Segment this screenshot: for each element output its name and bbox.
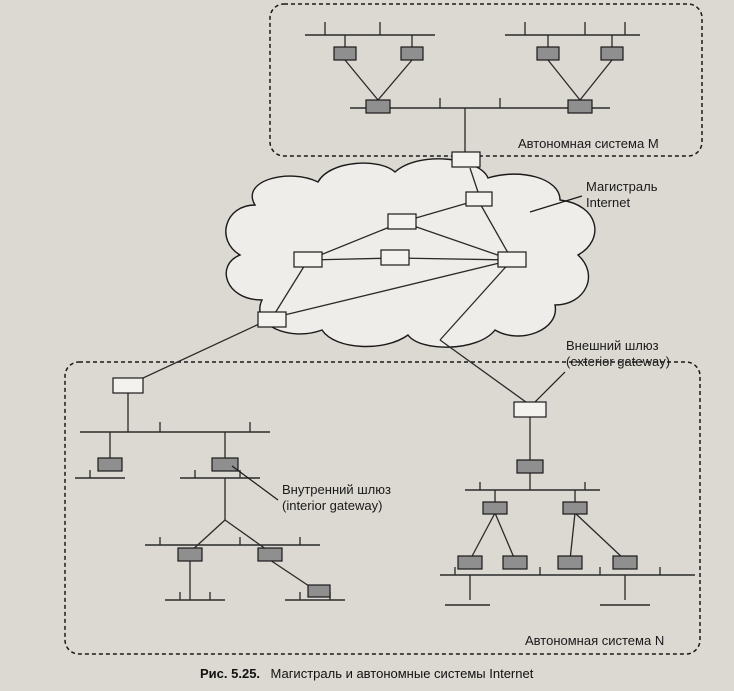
- as-m-boundary: [269, 3, 703, 157]
- as-n-exterior-gateway-left: [112, 377, 144, 394]
- backbone-router-6: [257, 311, 287, 328]
- as-n-router-9: [457, 555, 483, 570]
- as-n-router-2: [211, 457, 239, 472]
- interior-leader: [231, 465, 279, 501]
- as-m-router-3: [536, 46, 560, 61]
- as-n-router-1: [97, 457, 123, 472]
- as-n-network: [75, 392, 695, 606]
- interior-gateway-label-line2: (interior gateway): [282, 498, 382, 513]
- backbone-router-2: [465, 191, 493, 207]
- backbone-router-1: [387, 213, 417, 230]
- as-n-router-8: [562, 501, 588, 515]
- figure-title: Магистраль и автономные системы Internet: [270, 666, 533, 681]
- backbone-label-line2: Internet: [586, 195, 630, 210]
- as-m-router-1: [333, 46, 357, 61]
- as-n-router-6: [516, 459, 544, 474]
- as-n-router-12: [612, 555, 638, 570]
- interior-gateway-label-line1: Внутренний шлюз: [282, 482, 391, 497]
- as-n-router-7: [482, 501, 508, 515]
- as-n-router-3: [177, 547, 203, 562]
- as-n-router-5: [307, 584, 331, 598]
- backbone-router-5: [497, 251, 527, 268]
- backbone-cloud: [225, 158, 596, 348]
- as-m-label: Автономная система M: [518, 136, 659, 151]
- backbone-router-4: [380, 249, 410, 266]
- exterior-gateway-label-line1: Внешний шлюз: [566, 338, 659, 353]
- as-n-boundary: [64, 361, 701, 655]
- as-n-router-11: [557, 555, 583, 570]
- as-m-router-4: [600, 46, 624, 61]
- as-m-router-6: [567, 99, 593, 114]
- backbone-label-line1: Магистраль: [586, 179, 658, 194]
- as-m-router-2: [400, 46, 424, 61]
- as-n-router-4: [257, 547, 283, 562]
- as-m-exterior-gateway: [451, 151, 481, 168]
- exterior-leader: [534, 371, 566, 403]
- backbone-router-3: [293, 251, 323, 268]
- exterior-gateway-label-line2: (exterior gateway): [566, 354, 670, 369]
- figure-caption: Рис. 5.25. Магистраль и автономные систе…: [200, 665, 534, 682]
- as-n-exterior-gateway-right: [513, 401, 547, 418]
- as-n-label: Автономная система N: [525, 633, 664, 648]
- backbone-leader: [529, 195, 583, 213]
- figure-number: Рис. 5.25.: [200, 666, 260, 681]
- as-n-router-10: [502, 555, 528, 570]
- as-m-router-5: [365, 99, 391, 114]
